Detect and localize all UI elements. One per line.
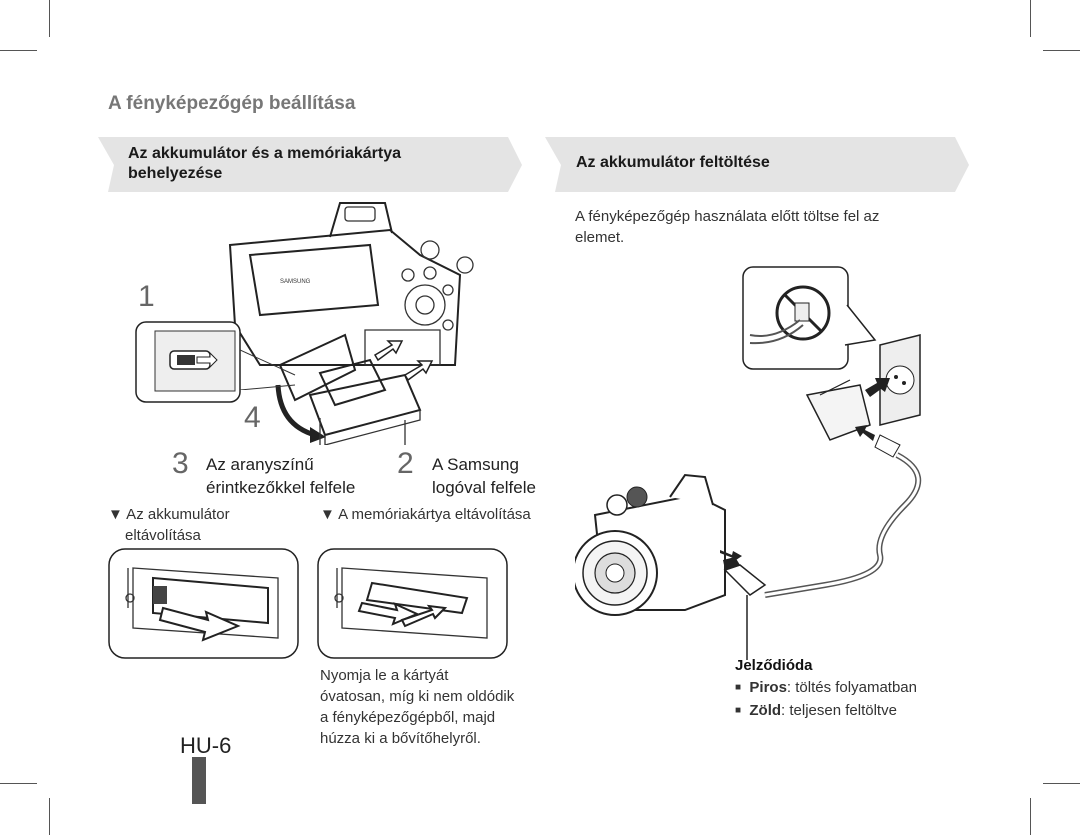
right-banner-shape bbox=[545, 137, 969, 192]
crop-mark bbox=[49, 0, 50, 37]
indicator-item-red: ■ Piros: töltés folyamatban bbox=[735, 677, 917, 700]
svg-text:SAMSUNG: SAMSUNG bbox=[280, 279, 311, 285]
battery-removal-illustration bbox=[108, 548, 299, 659]
card-note-line3: a fényképezőgépből, majd bbox=[320, 709, 496, 726]
step-2-number: 2 bbox=[397, 447, 414, 480]
charging-illustration bbox=[575, 266, 922, 660]
page-number: HU-6 bbox=[180, 733, 232, 758]
remove-battery-line1: ▼ Az akkumulátor bbox=[108, 506, 230, 523]
crop-mark bbox=[1030, 0, 1031, 37]
step-3-label-line1: Az aranyszínű bbox=[206, 455, 314, 474]
indicator-red-key: Piros bbox=[749, 679, 787, 696]
remove-battery-line2: eltávolítása bbox=[125, 527, 201, 544]
crop-mark bbox=[49, 798, 50, 835]
step-2-label-line1: A Samsung bbox=[432, 455, 519, 474]
inset-connector-lines bbox=[240, 349, 296, 390]
right-banner-title: Az akkumulátor feltöltése bbox=[576, 154, 770, 171]
bullet-icon: ■ bbox=[735, 705, 742, 716]
step-1-number: 1 bbox=[138, 280, 155, 313]
left-banner-title: Az akkumulátor és a memóriakártya behely… bbox=[128, 144, 488, 184]
card-removal-note: Nyomja le a kártyát óvatosan, míg ki nem… bbox=[320, 665, 514, 749]
crop-mark bbox=[0, 783, 37, 784]
crop-mark bbox=[1043, 50, 1080, 51]
step-3-label: Az aranyszínű érintkezőkkel felfele bbox=[206, 453, 355, 499]
step-3-label-line2: érintkezőkkel felfele bbox=[206, 478, 356, 497]
charging-intro: A fényképezőgép használata előtt töltse … bbox=[575, 206, 935, 248]
charging-intro-line2: elemet. bbox=[575, 229, 625, 246]
card-removal-illustration bbox=[317, 548, 508, 659]
step-4-number: 4 bbox=[244, 401, 261, 434]
indicator-legend: Jelződióda ■ Piros: töltés folyamatban ■… bbox=[735, 655, 917, 723]
indicator-red-text: : töltés folyamatban bbox=[786, 679, 917, 696]
bullet-icon: ■ bbox=[735, 682, 742, 693]
indicator-item-green: ■ Zöld: teljesen feltöltve bbox=[735, 700, 917, 723]
indicator-title: Jelződióda bbox=[735, 657, 813, 674]
card-note-line1: Nyomja le a kártyát bbox=[320, 667, 449, 684]
step-2-label: A Samsung logóval felfele bbox=[432, 453, 536, 499]
indicator-green-text: : teljesen feltöltve bbox=[781, 702, 897, 719]
step-2-label-line2: logóval felfele bbox=[432, 478, 536, 497]
left-banner-text: Az akkumulátor és a memóriakártya behely… bbox=[128, 145, 402, 182]
crop-mark bbox=[1030, 798, 1031, 835]
crop-mark bbox=[0, 50, 37, 51]
card-note-line2: óvatosan, míg ki nem oldódik bbox=[320, 688, 515, 705]
indicator-green-key: Zöld bbox=[749, 702, 782, 719]
crop-mark bbox=[1043, 783, 1080, 784]
battery-lock-zoom-inset bbox=[135, 321, 241, 403]
left-banner-shape bbox=[98, 137, 522, 192]
page-title: A fényképezőgép beállítása bbox=[108, 93, 356, 114]
remove-battery-caption: ▼ Az akkumulátor eltávolítása bbox=[108, 504, 230, 546]
card-note-line4: húzza ki a bővítőhelyről. bbox=[320, 730, 481, 747]
step-3-number: 3 bbox=[172, 447, 189, 480]
charging-intro-line1: A fényképezőgép használata előtt töltse … bbox=[575, 208, 880, 225]
remove-card-caption: ▼ A memóriakártya eltávolítása bbox=[320, 506, 531, 523]
page-tab bbox=[192, 757, 206, 804]
camera-battery-illustration: SAMSUNG bbox=[228, 202, 474, 445]
